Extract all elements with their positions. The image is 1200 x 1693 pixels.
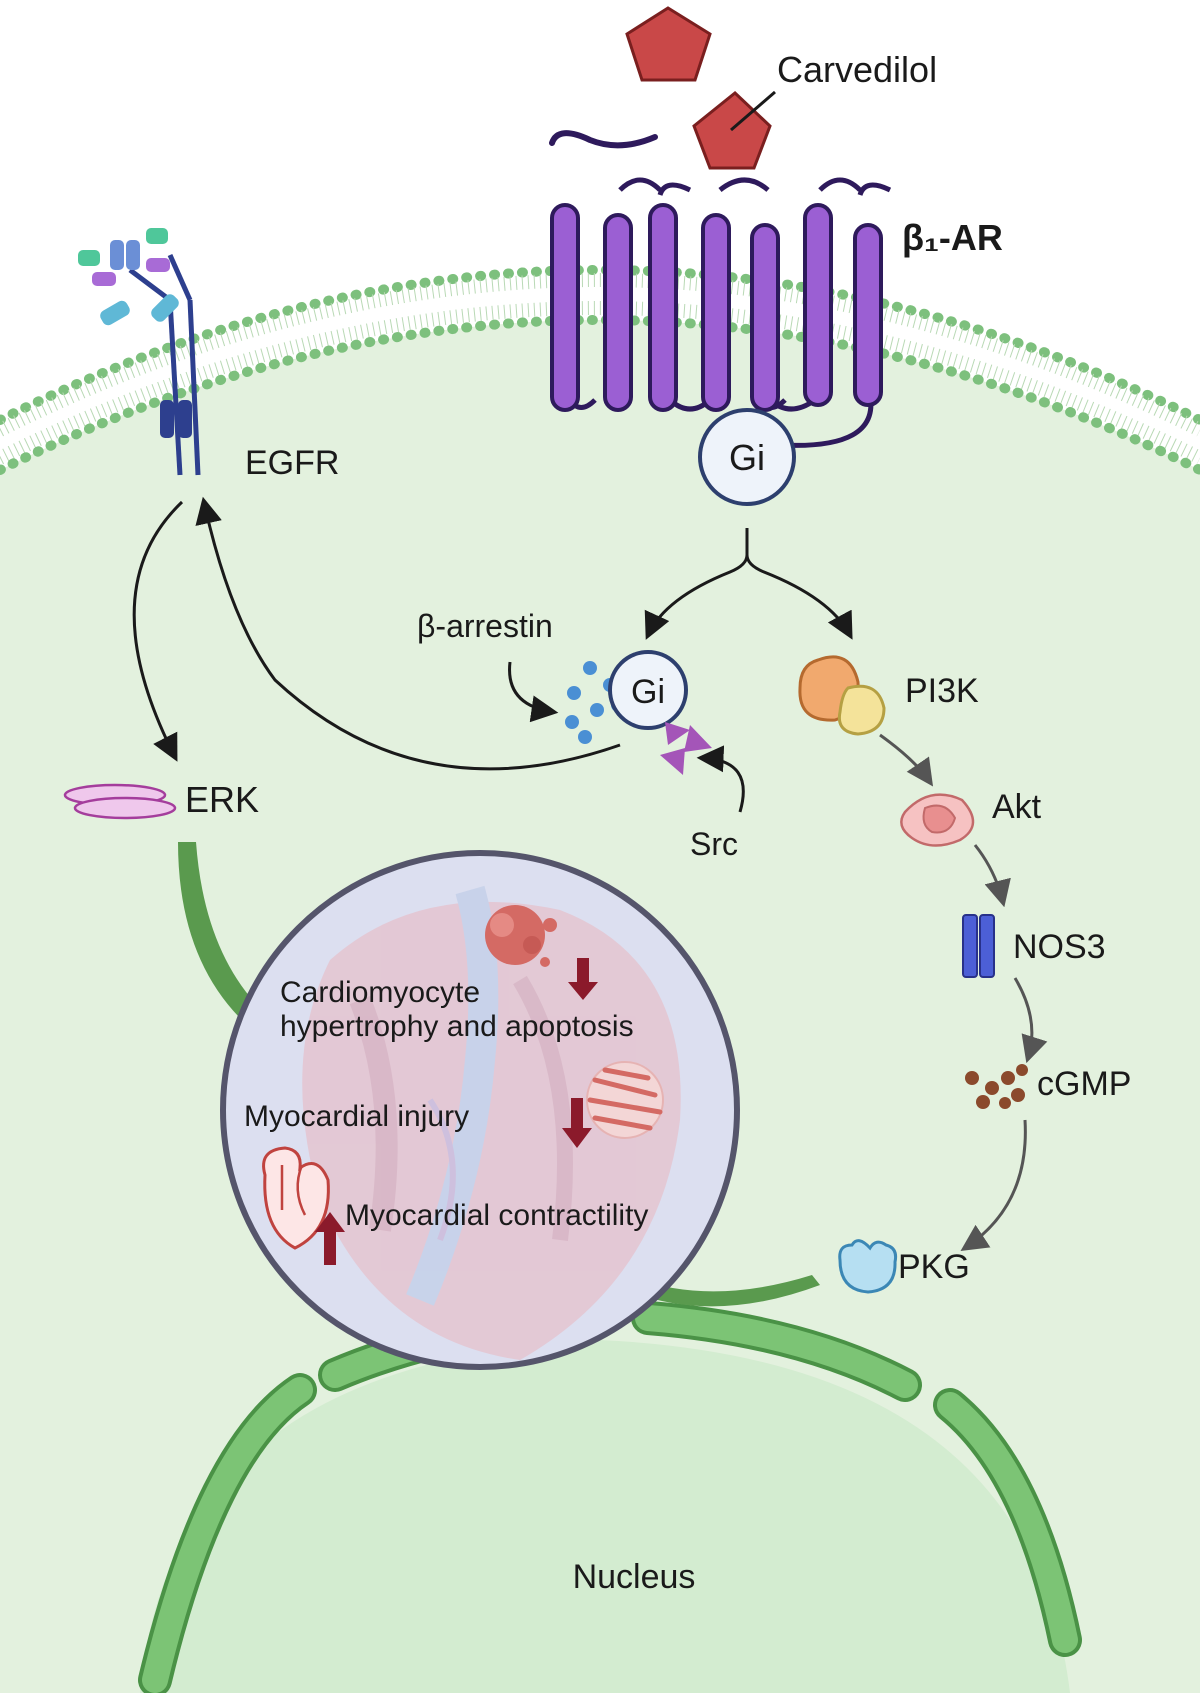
src-label: Src (690, 826, 738, 862)
up-arrow-contractility (315, 1212, 345, 1265)
erk-label: ERK (185, 779, 259, 820)
arrow-src-to-gi (696, 745, 745, 813)
egfr-receptor (78, 228, 201, 476)
pkg-label: PKG (898, 1248, 970, 1286)
effect-hypertrophy-line2: hypertrophy and apoptosis (280, 1010, 634, 1043)
beta1-adrenergic-receptor (549, 130, 892, 448)
carvedilol-label: Carvedilol (777, 49, 937, 90)
pkg-icon (838, 1239, 898, 1294)
arrow-egfr-to-erk (132, 500, 184, 762)
myocardial-tissue-icon (586, 1061, 664, 1139)
arrow-beta-arrestin-to-gi (508, 661, 559, 723)
egfr-label: EGFR (245, 444, 339, 482)
effect-myocardial-injury: Myocardial injury (244, 1100, 469, 1133)
effect-myocardial-contractility: Myocardial contractility (345, 1199, 648, 1232)
cgmp-dots (965, 1064, 1028, 1109)
arrow-gi-complex-to-egfr (195, 496, 621, 771)
arrow-cgmp-to-pkg (960, 1119, 1027, 1251)
down-arrow-injury (562, 1098, 592, 1148)
cardiac-effects-panel: Cardiomyocyte hypertrophy and apoptosis … (220, 850, 740, 1370)
arrow-gi-to-gi-complex (644, 528, 749, 640)
down-arrow-hypertrophy (568, 958, 598, 1000)
beta1-ar-label: β₁-AR (902, 217, 1003, 258)
nos3-icon (962, 914, 995, 978)
gi-complex-label: Gi (631, 673, 665, 711)
arrow-akt-to-nos3 (973, 844, 1011, 908)
gi-receptor-bound (698, 408, 796, 506)
nos3-label: NOS3 (1013, 928, 1106, 966)
heart-contraction-icon (262, 1146, 330, 1250)
nucleus-label: Nucleus (573, 1558, 696, 1596)
pi3k-label: PI3K (905, 672, 979, 710)
cgmp-label: cGMP (1037, 1065, 1131, 1103)
effect-hypertrophy-line1: Cardiomyocyte (280, 976, 480, 1009)
arrow-pi3k-to-akt (879, 733, 934, 787)
carvedilol-molecule-1 (625, 6, 712, 82)
erk-icon (63, 783, 177, 820)
arrow-nos3-to-cgmp (1013, 977, 1048, 1064)
arrow-gi-to-pi3k (745, 554, 853, 640)
src-triangles (660, 722, 712, 775)
carvedilol-pointer (730, 90, 776, 132)
pi3k-icon (798, 655, 886, 736)
akt-icon (900, 793, 975, 847)
akt-label: Akt (992, 788, 1042, 826)
gi-complex (608, 650, 688, 730)
beta-arrestin-label: β-arrestin (417, 608, 553, 644)
gi-receptor-label: Gi (729, 437, 765, 478)
apoptotic-cell-icon (485, 905, 557, 967)
